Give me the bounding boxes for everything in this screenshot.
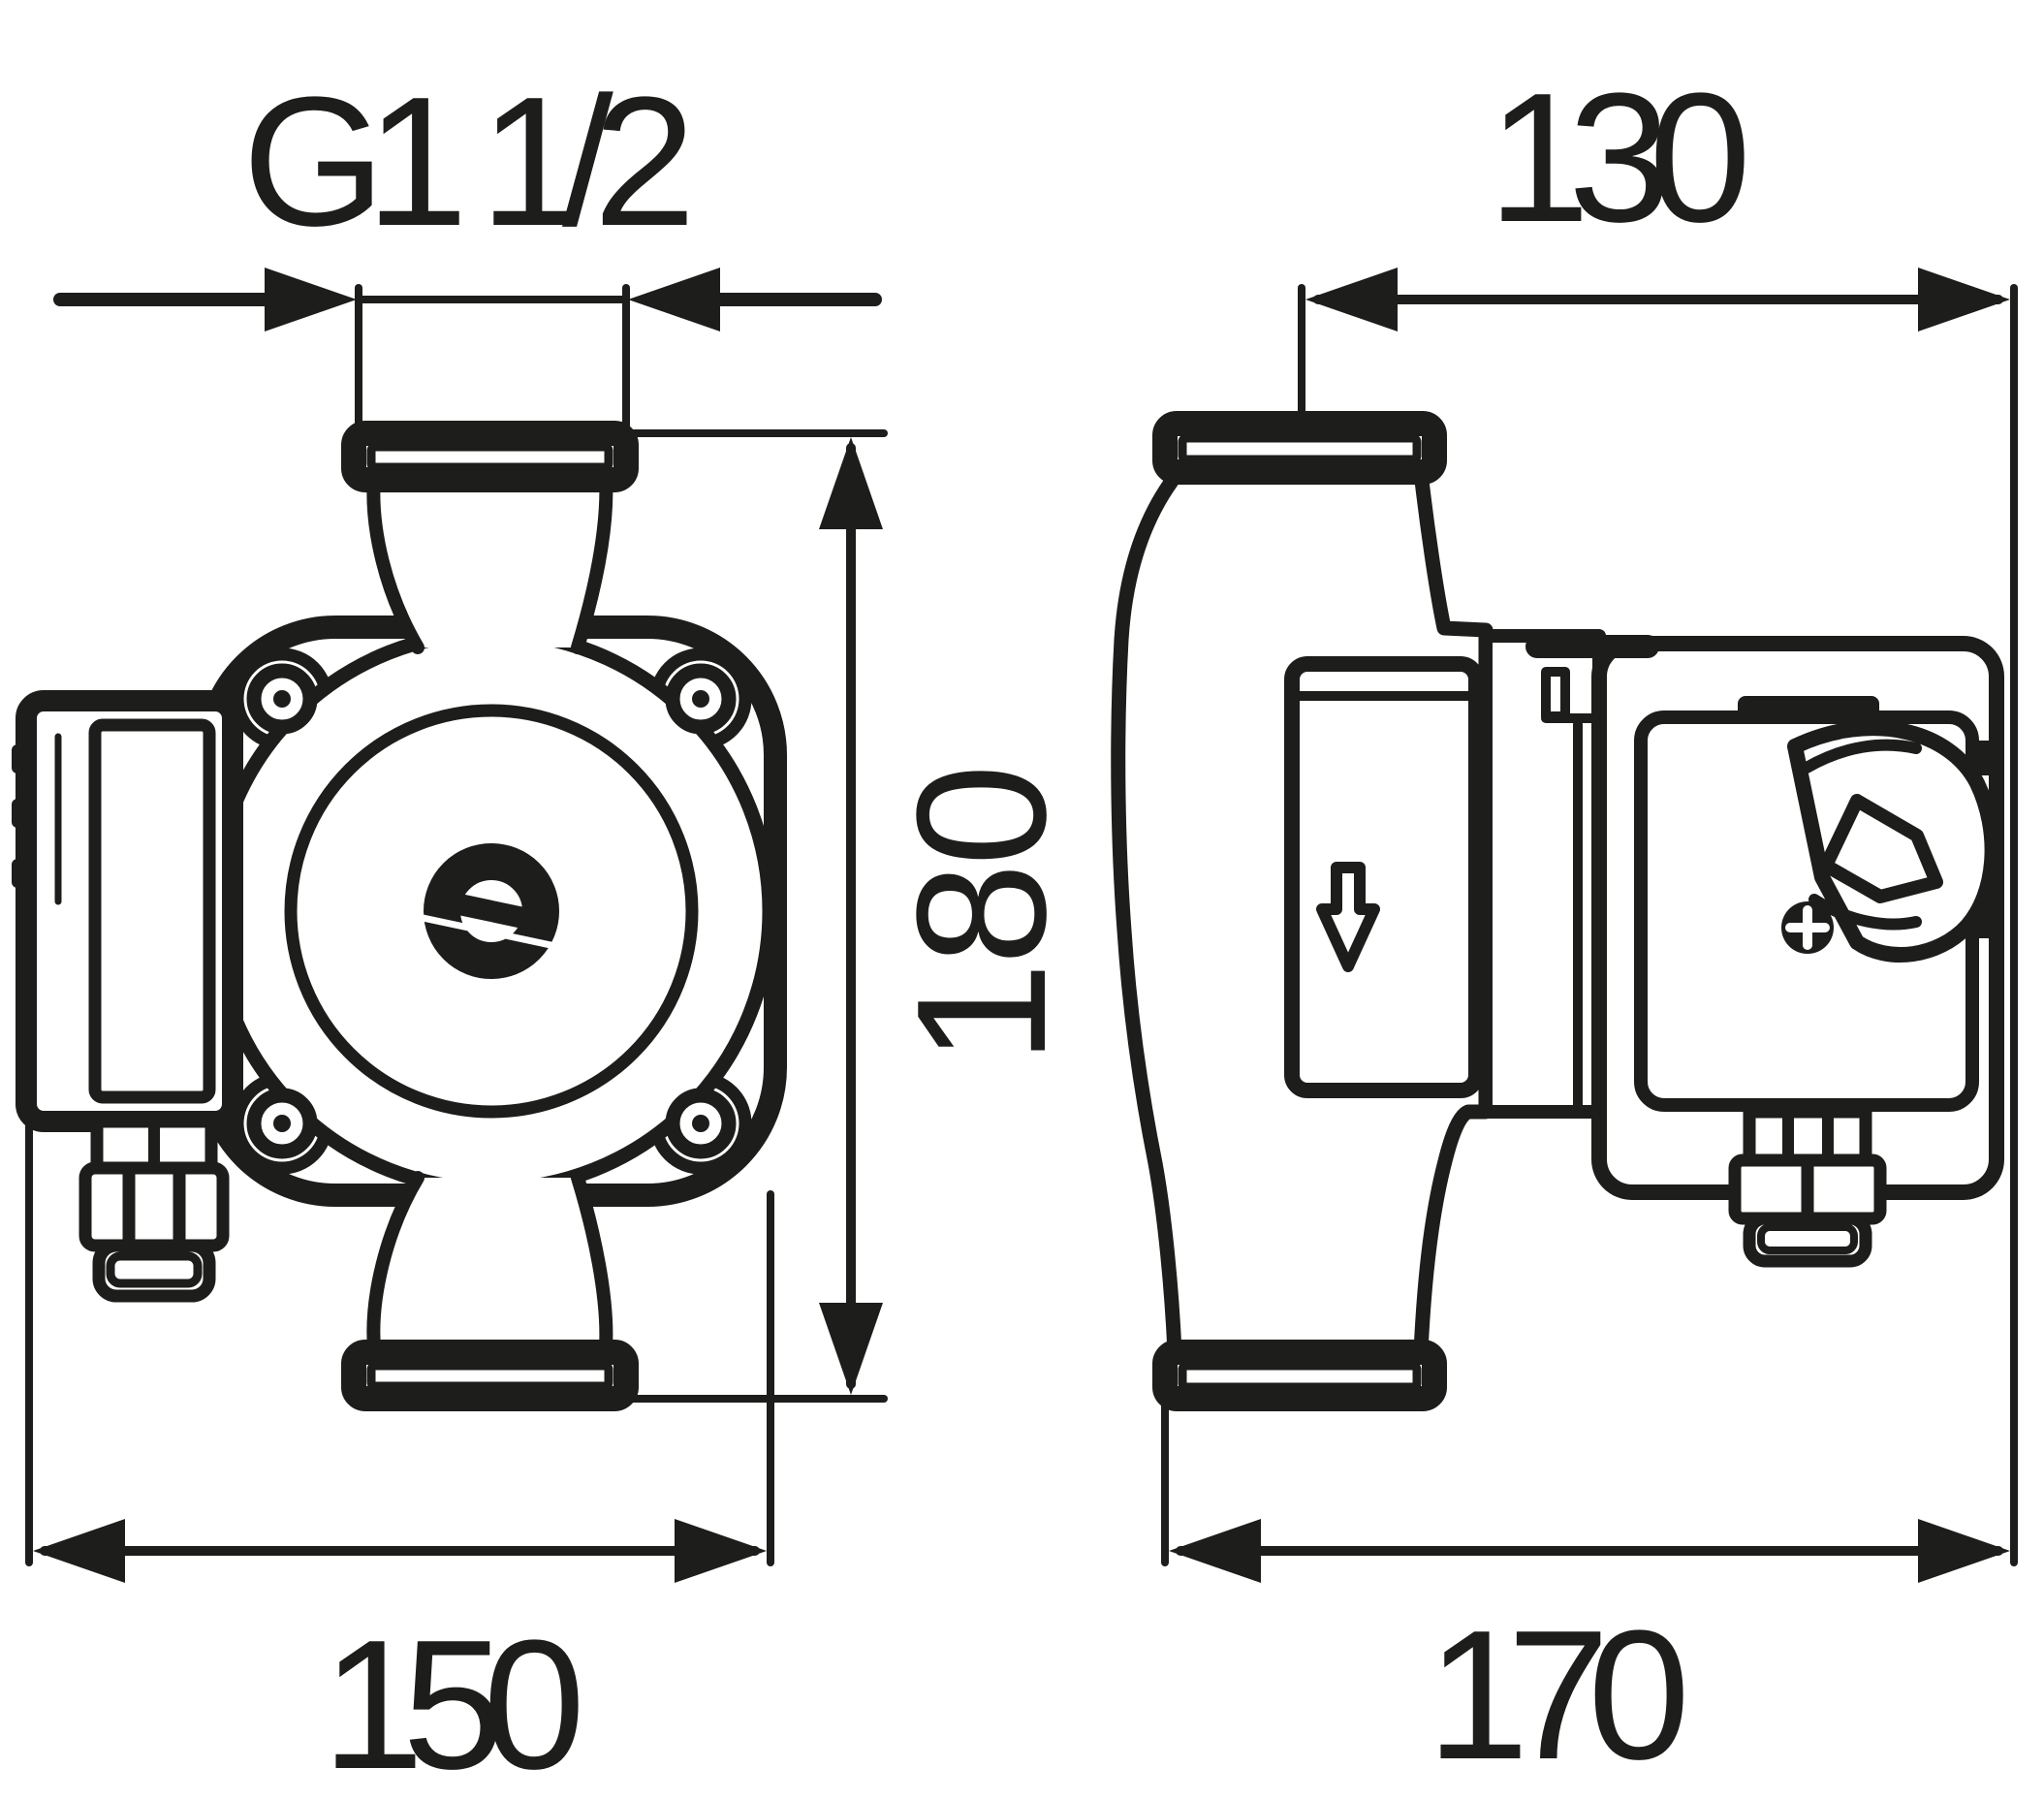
flow-direction-arrow-icon [1316,862,1380,972]
dimension-180: 180 [626,429,1085,1403]
control-box-tab [1738,696,1879,719]
dimension-label-150: 150 [322,1602,585,1800]
dimension-150: 150 [25,1122,774,1800]
dimension-label-180: 180 [879,764,1085,1064]
terminal-box-hinges [12,744,37,888]
bottom-port [341,1171,639,1411]
front-view [12,421,787,1411]
arrowhead-left-icon [1305,268,1398,332]
speed-selector-knob [1787,720,2002,963]
side-view [1111,411,2004,1411]
top-flange-slot [366,442,613,472]
dimension-thread-size: G1 1/2 [53,59,882,439]
terminal-box [12,690,243,1132]
top-port [341,421,639,654]
side-bottom-flange-slot [1178,1361,1422,1392]
arrowhead-right-icon [1918,268,2010,332]
phillips-screw-icon [1781,901,1834,954]
side-top-flange-slot [1178,433,1422,464]
motor-face-circle [284,704,699,1119]
stator-bracket [1479,629,1606,1119]
slotted-screw-icon [411,843,563,979]
arrowhead-left-icon [628,268,720,332]
housing-screw-icons [246,663,737,1159]
arrowhead-left-icon [33,1519,125,1583]
arrowhead-right-icon [675,1519,767,1583]
side-top-port [1152,411,1447,485]
terminal-box-cover [88,718,216,1104]
cable-gland-front [79,1115,230,1303]
arrowhead-right-icon [265,268,357,332]
cable-gland-side [1728,1105,1887,1268]
arrowhead-right-icon [1918,1519,2010,1583]
arrowhead-left-icon [1169,1519,1261,1583]
dimension-label-thread: G1 1/2 [242,59,696,265]
dimension-170: 170 [1161,1399,2010,1798]
side-bottom-port [1152,1340,1447,1411]
dimension-130: 130 [1298,55,2018,1566]
dimension-label-130: 130 [1488,55,1751,261]
knob-pointer [1819,794,1943,903]
dimension-label-170: 170 [1427,1593,1690,1798]
arrowhead-up-icon [819,437,883,529]
bottom-flange-slot [366,1361,613,1391]
stator-panel [1284,656,1484,1098]
arrowhead-down-icon [819,1303,883,1395]
